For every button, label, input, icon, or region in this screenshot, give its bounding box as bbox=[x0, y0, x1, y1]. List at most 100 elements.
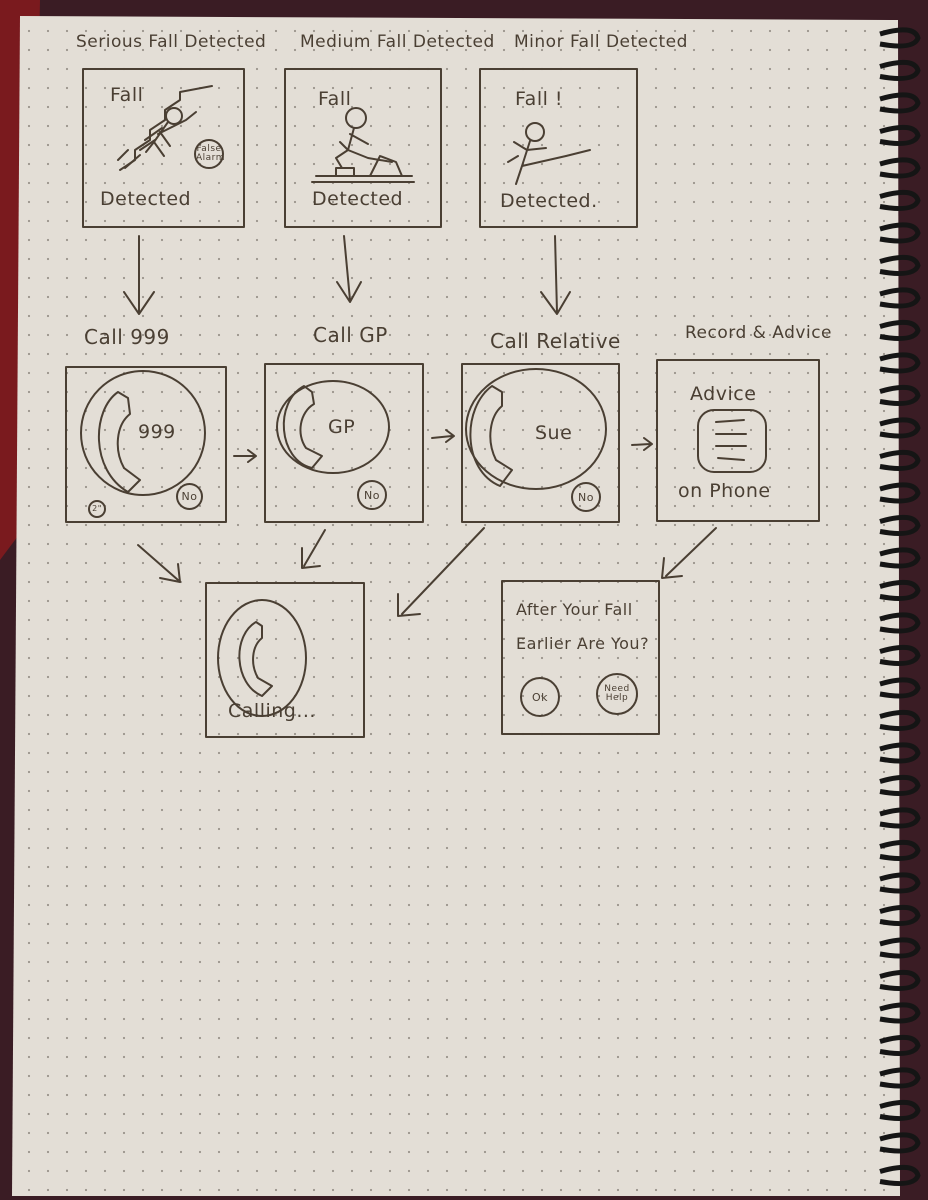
medium-fall-top-text: Fall bbox=[318, 88, 352, 110]
calling-label: Calling... bbox=[228, 700, 316, 722]
spiral-loop bbox=[879, 774, 921, 796]
spiral-loop bbox=[879, 514, 921, 536]
spiral-loop bbox=[879, 59, 921, 81]
record-advice-screen bbox=[656, 359, 820, 522]
spiral-loop bbox=[879, 417, 921, 439]
spiral-loop bbox=[879, 644, 921, 666]
flow-arrow-3 bbox=[631, 437, 653, 451]
flow-arrow-2 bbox=[431, 429, 455, 443]
spiral-loop bbox=[879, 969, 921, 991]
phone-handset-icon bbox=[469, 385, 513, 487]
spiral-loop bbox=[879, 872, 921, 894]
spiral-loop bbox=[879, 189, 921, 211]
spiral-loop bbox=[879, 612, 921, 634]
record-advice-caption: Record & Advice bbox=[685, 323, 833, 343]
medium-fall-bottom-text: Detected bbox=[312, 188, 404, 210]
call-relative-circle bbox=[465, 368, 607, 490]
spiral-loop bbox=[879, 742, 921, 764]
call-999-screen bbox=[65, 366, 227, 523]
minor-fall-bottom-text: Detected. bbox=[500, 190, 598, 212]
arrow-down-2 bbox=[336, 235, 362, 303]
minor-fall-screen bbox=[479, 68, 638, 228]
followup-line-2: Earlier Are You? bbox=[516, 634, 650, 653]
followup-line-1: After Your Fall bbox=[516, 600, 633, 619]
calling-screen bbox=[205, 582, 365, 738]
serious-fall-header: Serious Fall Detected bbox=[76, 32, 267, 52]
spiral-loop bbox=[879, 1132, 921, 1154]
flow-arrow-label-1: -> bbox=[236, 440, 250, 451]
serious-fall-screen bbox=[82, 68, 245, 228]
call-gp-screen bbox=[264, 363, 424, 523]
spiral-loop bbox=[879, 839, 921, 861]
medium-fall-header: Medium Fall Detected bbox=[300, 32, 495, 52]
advice-top-text: Advice bbox=[690, 383, 757, 405]
call-gp-caption: Call GP bbox=[313, 323, 388, 347]
spiral-loop bbox=[879, 352, 921, 374]
spiral-loop bbox=[879, 287, 921, 309]
no-button[interactable]: No bbox=[176, 483, 203, 510]
spiral-loop bbox=[879, 1002, 921, 1024]
spiral-loop bbox=[879, 222, 921, 244]
spiral-loop bbox=[879, 937, 921, 959]
spiral-loop bbox=[879, 1067, 921, 1089]
spiral-loop bbox=[879, 677, 921, 699]
calling-circle bbox=[217, 599, 307, 717]
no-button[interactable]: No bbox=[571, 482, 601, 512]
need-help-button[interactable]: Need Help bbox=[596, 673, 638, 715]
medium-fall-screen bbox=[284, 68, 442, 228]
spiral-loop bbox=[879, 27, 921, 49]
spiral-binding bbox=[879, 27, 921, 1186]
spiral-loop bbox=[879, 157, 921, 179]
arrow-relative-to-calling bbox=[397, 527, 485, 617]
spiral-loop bbox=[879, 254, 921, 276]
phone-handset-icon bbox=[98, 391, 141, 493]
medium-fall-figure bbox=[311, 107, 415, 183]
false-alarm-button[interactable]: False Alarm bbox=[196, 144, 225, 163]
call-relative-screen bbox=[461, 363, 620, 523]
call-gp-circle bbox=[276, 380, 390, 474]
call-999-circle bbox=[80, 370, 206, 496]
stairs-fall-figure bbox=[117, 85, 213, 171]
call-gp-label: GP bbox=[328, 416, 356, 438]
flow-arrow-1 bbox=[233, 449, 257, 463]
arrow-999-to-calling bbox=[137, 544, 181, 583]
no-button[interactable]: No bbox=[357, 480, 387, 510]
spiral-loop bbox=[879, 384, 921, 406]
phone-handset-icon bbox=[238, 621, 273, 697]
serious-fall-top-text: Fall bbox=[110, 84, 144, 106]
arrow-down-1 bbox=[123, 235, 155, 315]
spiral-loop bbox=[879, 124, 921, 146]
call-relative-caption: Call Relative bbox=[490, 329, 621, 353]
flow-arrow-label-3: -> bbox=[634, 430, 648, 441]
spiral-loop bbox=[879, 579, 921, 601]
call-999-caption: Call 999 bbox=[84, 325, 170, 349]
spiral-loop bbox=[879, 1164, 921, 1186]
ok-button[interactable]: Ok bbox=[520, 677, 560, 717]
arrow-gp-to-calling bbox=[301, 529, 326, 569]
spiral-loop bbox=[879, 92, 921, 114]
spiral-loop bbox=[879, 449, 921, 471]
flow-arrow-label-2: -> bbox=[434, 422, 448, 433]
false-alarm-badge bbox=[194, 139, 224, 169]
spiral-loop bbox=[879, 319, 921, 341]
spiral-loop bbox=[879, 807, 921, 829]
serious-fall-bottom-text: Detected bbox=[100, 188, 192, 210]
spiral-loop bbox=[879, 547, 921, 569]
phone-handset-icon bbox=[282, 385, 323, 469]
spiral-loop bbox=[879, 1034, 921, 1056]
minor-fall-header: Minor Fall Detected bbox=[514, 32, 688, 52]
countdown-badge: 2" bbox=[88, 500, 106, 518]
spiral-loop bbox=[879, 482, 921, 504]
arrow-advice-to-followup bbox=[661, 527, 717, 579]
minor-fall-top-text: Fall ! bbox=[515, 88, 564, 110]
minor-fall-figure bbox=[507, 122, 591, 185]
advice-bottom-text: on Phone bbox=[678, 480, 771, 502]
arrow-down-3 bbox=[540, 235, 571, 315]
call-relative-label: Sue bbox=[535, 422, 573, 444]
followup-screen bbox=[501, 580, 660, 735]
advice-phone-icon bbox=[697, 409, 767, 473]
spiral-loop bbox=[879, 904, 921, 926]
spiral-loop bbox=[879, 709, 921, 731]
spiral-loop bbox=[879, 1099, 921, 1121]
